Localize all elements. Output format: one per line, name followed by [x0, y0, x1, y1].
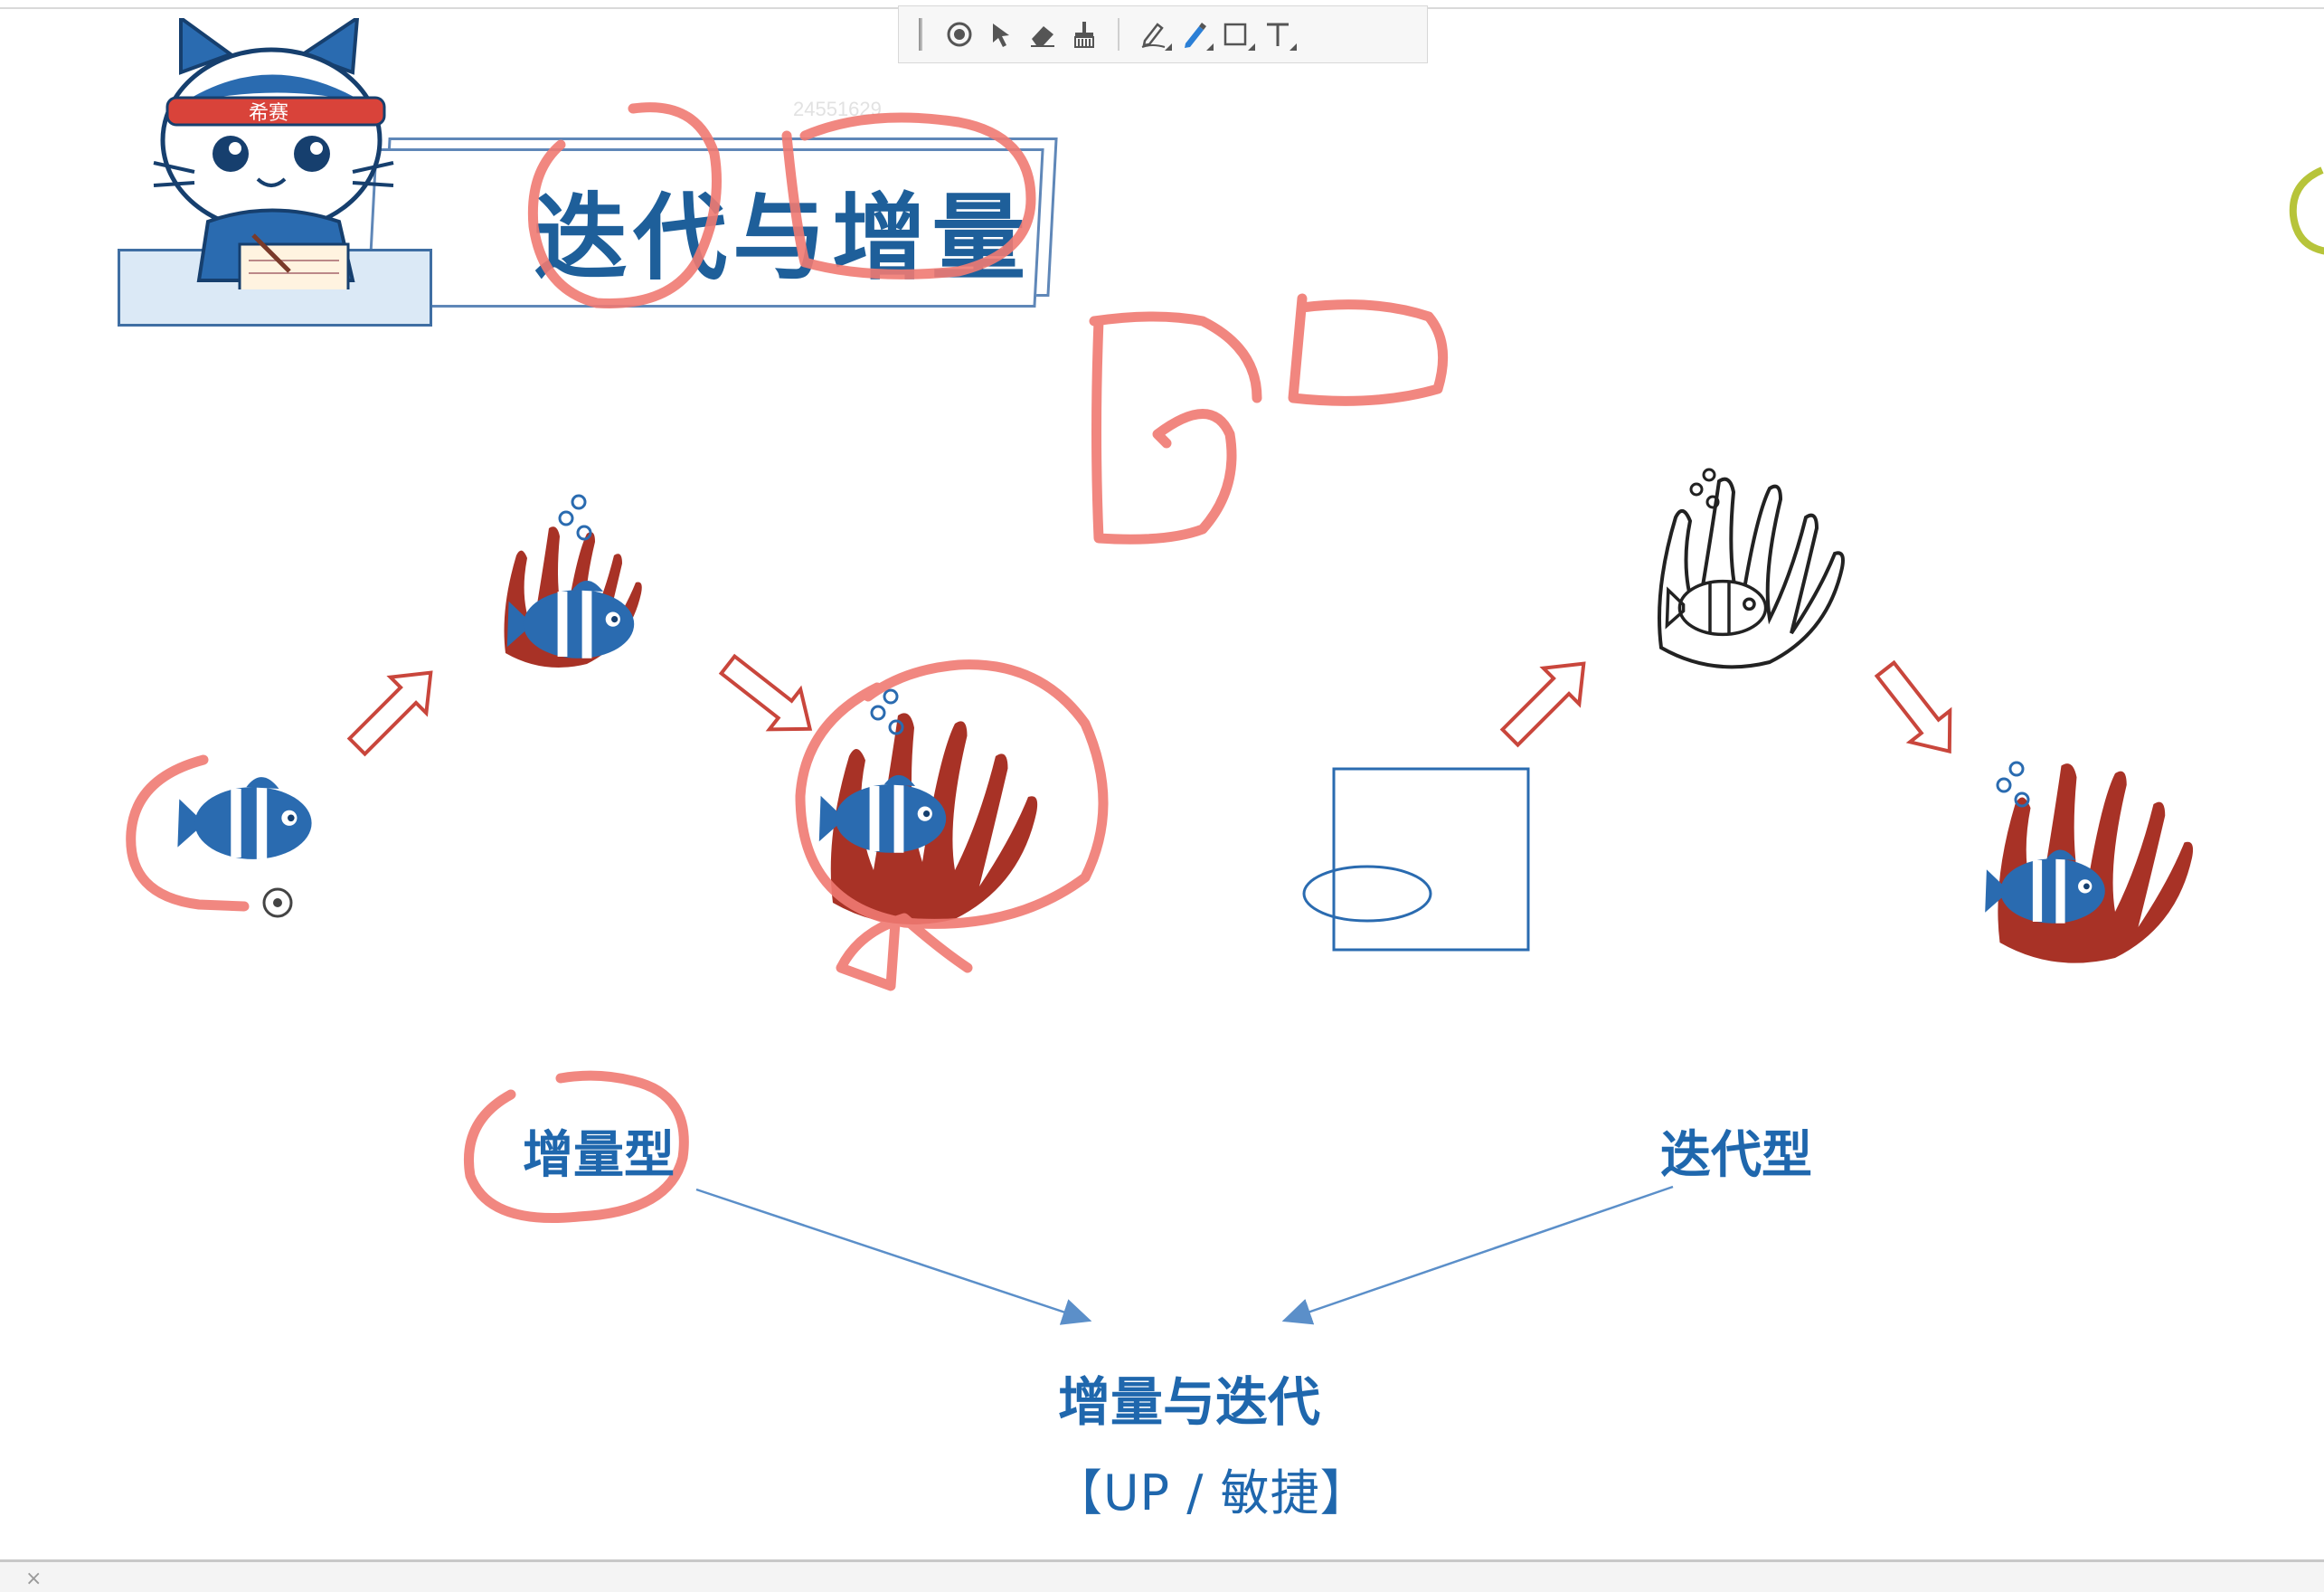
down-right-arrow-icon [710, 642, 827, 751]
fish-icon [819, 775, 946, 853]
pen-icon [1185, 23, 1206, 48]
coral-icon [830, 713, 1038, 924]
bottom-divider [0, 1559, 2324, 1562]
toolbar-drag-handle[interactable] [919, 18, 922, 51]
annotation-tick [836, 913, 973, 991]
target-icon [947, 22, 972, 47]
down-right-arrow-icon [1863, 651, 1971, 769]
broom-icon [1074, 22, 1094, 48]
sketch-rectangle [1332, 767, 1530, 952]
bubbles-icon [870, 688, 904, 735]
sketch-ellipse [1302, 865, 1432, 923]
annotation-letter-shape [1091, 316, 1237, 545]
bubbles-icon [1996, 761, 2030, 808]
slide-title: 迭代与增量 [534, 183, 1032, 293]
eraser-button[interactable] [1022, 13, 1063, 56]
annotation-letter-shape [1089, 311, 1262, 403]
dropdown-corner-icon [1290, 43, 1297, 51]
up-right-arrow-icon [339, 655, 449, 764]
rectangle-icon [1223, 23, 1247, 46]
select-button[interactable] [980, 13, 1022, 56]
fish-icon [507, 581, 634, 659]
clear-all-button[interactable] [1063, 13, 1105, 56]
bottom-bar [0, 1562, 2324, 1592]
incremental-label: 增量型 [523, 1126, 675, 1185]
pen-button[interactable] [1174, 13, 1215, 56]
fish-icon [177, 777, 311, 859]
coral-icon [1998, 763, 2194, 963]
combined-label: 增量与迭代 [1058, 1371, 1321, 1433]
small-coral-icon [504, 526, 642, 668]
bubbles-icon [1689, 468, 1720, 509]
method-label: 【UP / 敏捷】 [1053, 1464, 1370, 1521]
bubbles-icon [558, 494, 592, 541]
highlighter-icon [1141, 23, 1166, 48]
fish-icon [1985, 850, 2105, 924]
connector-arrow [1281, 1185, 1674, 1325]
mascot-headband-text: 希赛 [249, 102, 288, 125]
laser-pointer-button[interactable] [939, 13, 980, 56]
text-button[interactable] [1257, 13, 1299, 56]
highlighter-button[interactable] [1132, 13, 1174, 56]
dropdown-corner-icon [1206, 43, 1214, 51]
dropdown-corner-icon [1165, 43, 1172, 51]
cat-mascot-icon: 希赛 [153, 18, 394, 289]
dropdown-corner-icon [1248, 43, 1255, 51]
up-right-arrow-icon [1492, 646, 1601, 755]
annotation-toolbar [898, 5, 1428, 63]
annotation-bracket [126, 754, 250, 912]
iterative-label: 迭代型 [1660, 1126, 1812, 1185]
cursor-target-icon [262, 887, 293, 918]
shape-button[interactable] [1215, 13, 1257, 56]
eraser-icon [1031, 26, 1054, 47]
cursor-arrow-icon [993, 24, 1009, 47]
close-icon[interactable]: × [25, 1568, 43, 1590]
watermark-id: 24551629 [793, 98, 882, 120]
annotation-letter-shape [1288, 293, 1449, 406]
annotation-circle [795, 659, 1109, 929]
connector-arrow [695, 1188, 1092, 1325]
outline-fish-icon [1665, 579, 1768, 637]
toolbar-separator [1118, 18, 1119, 51]
partial-page-mark-icon [2289, 166, 2324, 255]
text-icon [1267, 23, 1289, 46]
outline-coral-icon [1658, 477, 1845, 669]
